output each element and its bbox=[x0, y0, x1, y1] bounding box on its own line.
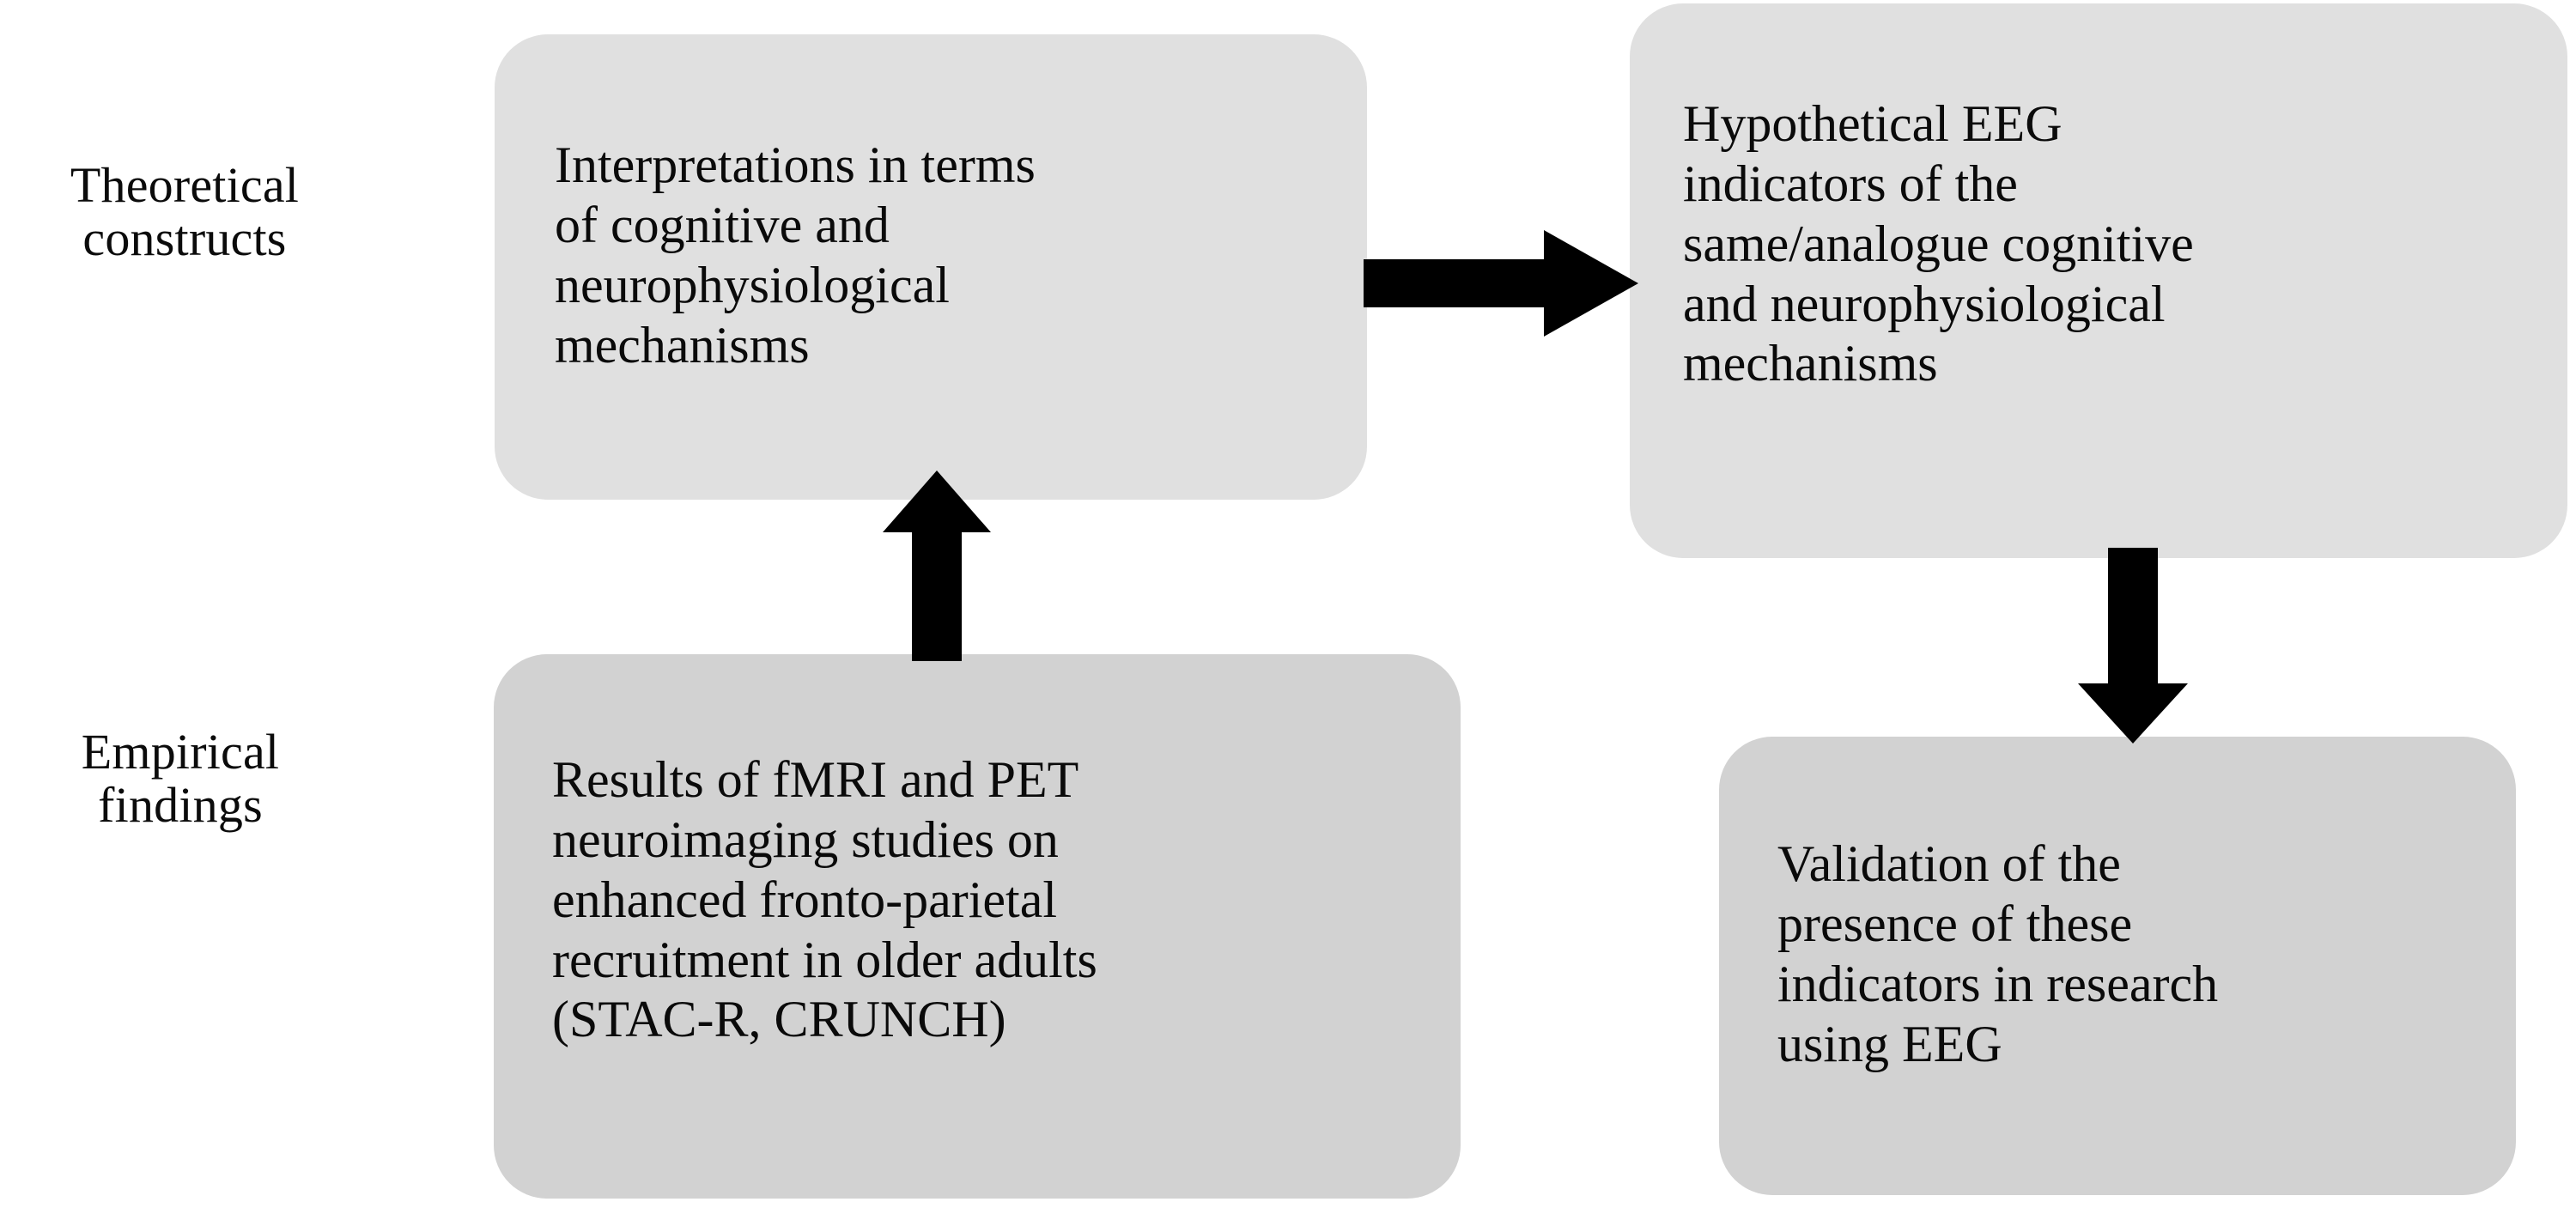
node-box-validation-eeg[interactable]: Validation of the presence of these indi… bbox=[1719, 737, 2516, 1195]
arrow-down-icon bbox=[2078, 548, 2188, 744]
node-text-results-fmri-pet: Results of fMRI and PET neuroimaging stu… bbox=[552, 750, 1097, 1048]
node-text-interpretations: Interpretations in terms of cognitive an… bbox=[555, 136, 1036, 373]
arrow-right-icon bbox=[1364, 230, 1638, 337]
node-box-hypothetical-eeg-indicators[interactable]: Hypothetical EEG indicators of the same/… bbox=[1630, 3, 2567, 558]
node-box-results-fmri-pet[interactable]: Results of fMRI and PET neuroimaging stu… bbox=[494, 654, 1461, 1199]
node-text-validation-eeg: Validation of the presence of these indi… bbox=[1777, 835, 2219, 1072]
node-text-hypothetical-eeg-indicators: Hypothetical EEG indicators of the same/… bbox=[1683, 94, 2194, 392]
arrow-up-icon bbox=[883, 470, 991, 661]
row-label-empirical-findings: Empirical findings bbox=[81, 724, 280, 834]
node-box-interpretations[interactable]: Interpretations in terms of cognitive an… bbox=[495, 34, 1367, 500]
row-label-theoretical-constructs: Theoretical constructs bbox=[70, 157, 300, 267]
